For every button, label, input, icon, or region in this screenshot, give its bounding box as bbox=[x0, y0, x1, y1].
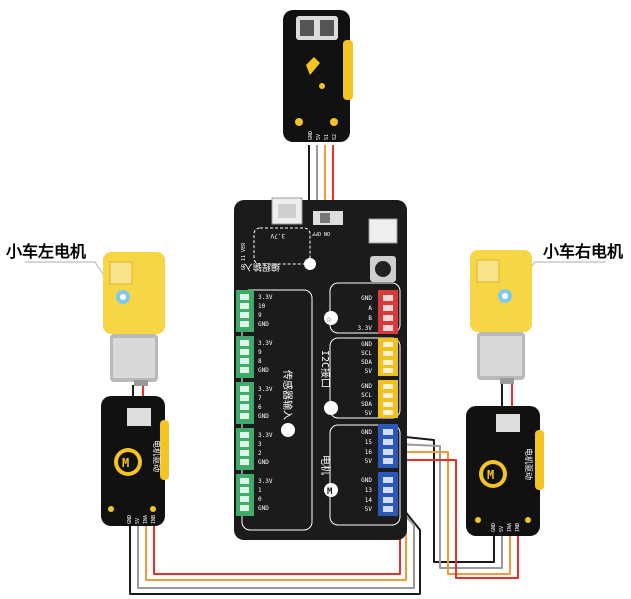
main-controller-board: 3.7V ON OFF GR 11 VER 编程输入 传感器输入 I2C接口 电… bbox=[234, 197, 407, 540]
wire-right-orange bbox=[396, 451, 511, 575]
right-driver-pin: INB bbox=[515, 523, 521, 532]
left-driver-connector bbox=[127, 408, 151, 426]
motor-title: 电机 bbox=[319, 455, 332, 475]
motor-icon bbox=[324, 483, 338, 497]
top-pin-label: S1 bbox=[324, 134, 330, 140]
pin-label: 3.3V bbox=[258, 340, 273, 347]
right-header-labels: GND A B 3.3V GND SCL SDA 5V GND SCL SDA … bbox=[358, 295, 373, 513]
right-motor bbox=[470, 250, 532, 384]
top-module-side-tab bbox=[343, 40, 353, 100]
pin-label: 15 bbox=[365, 439, 373, 446]
left-driver-pin: INB bbox=[151, 515, 157, 524]
input-icon bbox=[304, 258, 316, 270]
wire-left-gray bbox=[137, 505, 415, 589]
pin-label: 5V bbox=[365, 458, 373, 465]
svg-text:M: M bbox=[327, 487, 333, 497]
svg-text:M: M bbox=[487, 468, 494, 482]
sensor-icon bbox=[281, 423, 295, 437]
star-icon bbox=[324, 311, 338, 325]
right-driver-title: 电机驱动 bbox=[524, 448, 534, 480]
left-driver-pin: GND bbox=[127, 515, 133, 524]
left-driver-pin: 5V bbox=[135, 518, 141, 524]
pin-label: B bbox=[368, 315, 372, 322]
pin-label: A bbox=[368, 305, 372, 312]
pin-label: SCL bbox=[361, 392, 372, 399]
wire-right-black bbox=[395, 435, 495, 563]
right-driver-connector bbox=[496, 414, 520, 432]
pin-label: SCL bbox=[361, 350, 372, 357]
sensor-title: 传感器输入 bbox=[281, 370, 294, 420]
pin-label: SDA bbox=[361, 401, 372, 408]
header-i2c-2 bbox=[378, 380, 398, 418]
right-driver-pin: 5V bbox=[499, 526, 505, 532]
pin-label: 3.3V bbox=[258, 386, 273, 393]
pin-label: GND bbox=[258, 321, 269, 328]
pin-label: 2 bbox=[258, 450, 262, 457]
side-connector bbox=[368, 218, 398, 244]
svg-text:M: M bbox=[122, 456, 129, 470]
pin-label: 13 bbox=[365, 487, 373, 494]
pin-label: 10 bbox=[258, 303, 266, 310]
input-title: 编程输入 bbox=[244, 261, 280, 273]
right-motor-driver: M 电机驱动 GND 5V INA INB bbox=[466, 406, 544, 536]
left-header-labels: 3.3V 10 9 GND 3.3V 9 8 GND 3.3V 7 6 GND … bbox=[258, 294, 273, 512]
pin-label: GND bbox=[361, 429, 372, 436]
left-driver-title: 电机驱动 bbox=[152, 440, 162, 472]
pin-label: 9 bbox=[258, 312, 262, 319]
pin-label: GND bbox=[258, 505, 269, 512]
pin-label: 16 bbox=[365, 449, 373, 456]
right-header-pins bbox=[383, 295, 393, 512]
pin-label: GND bbox=[361, 341, 372, 348]
power-label: ON OFF bbox=[312, 230, 330, 236]
right-driver-pin: INA bbox=[507, 523, 513, 532]
pin-label: 7 bbox=[258, 395, 262, 402]
pin-label: GND bbox=[258, 459, 269, 466]
right-driver-pin: GND bbox=[491, 523, 497, 532]
pin-label: 3 bbox=[258, 441, 262, 448]
top-module-pin-labels: GND 5V S1 S2 bbox=[308, 131, 338, 140]
svg-text:☆: ☆ bbox=[326, 314, 332, 325]
pin-label: 5V bbox=[365, 506, 373, 513]
pin-label: 3.3V bbox=[358, 325, 373, 332]
right-motor-label: 小车右电机 bbox=[543, 242, 624, 261]
pin-label: 5V bbox=[365, 368, 373, 375]
pin-label: GND bbox=[361, 383, 372, 390]
header-i2c-1 bbox=[378, 338, 398, 376]
pin-label: GND bbox=[361, 295, 372, 302]
left-motor-label: 小车左电机 bbox=[6, 242, 87, 261]
left-motor bbox=[103, 252, 165, 386]
pin-label: 0 bbox=[258, 496, 262, 503]
pin-label: 3.3V bbox=[258, 294, 273, 301]
i2c-title: I2C接口 bbox=[319, 350, 332, 388]
wire-left-black bbox=[129, 499, 421, 595]
i2c-icon bbox=[324, 401, 338, 415]
pin-label: GND bbox=[361, 477, 372, 484]
battery-label: 3.7V bbox=[270, 232, 285, 239]
left-driver-pin: INA bbox=[143, 515, 149, 524]
pin-label: 6 bbox=[258, 404, 262, 411]
wire-right-red bbox=[396, 459, 519, 579]
top-sensor-module: GND 5V S1 S2 bbox=[283, 10, 353, 142]
top-module-logo-icon bbox=[306, 57, 320, 75]
wire-right-gray bbox=[395, 443, 503, 569]
green-header-pins bbox=[240, 294, 249, 511]
pin-label: SDA bbox=[361, 359, 372, 366]
pin-label: 3.3V bbox=[258, 432, 273, 439]
pin-label: 8 bbox=[258, 358, 262, 365]
top-pin-label: 5V bbox=[316, 134, 322, 140]
pin-label: 5V bbox=[365, 410, 373, 417]
pin-label: 1 bbox=[258, 487, 262, 494]
top-pin-label: S2 bbox=[332, 134, 338, 140]
top-pin-label: GND bbox=[308, 131, 314, 140]
left-motor-driver: M 电机驱动 GND 5V INA INB bbox=[101, 396, 169, 526]
pin-label: 9 bbox=[258, 349, 262, 356]
board-side-label: GR 11 VER bbox=[241, 242, 247, 270]
pin-label: 14 bbox=[365, 497, 373, 504]
pin-label: GND bbox=[258, 413, 269, 420]
pin-label: GND bbox=[258, 367, 269, 374]
pin-label: 3.3V bbox=[258, 478, 273, 485]
